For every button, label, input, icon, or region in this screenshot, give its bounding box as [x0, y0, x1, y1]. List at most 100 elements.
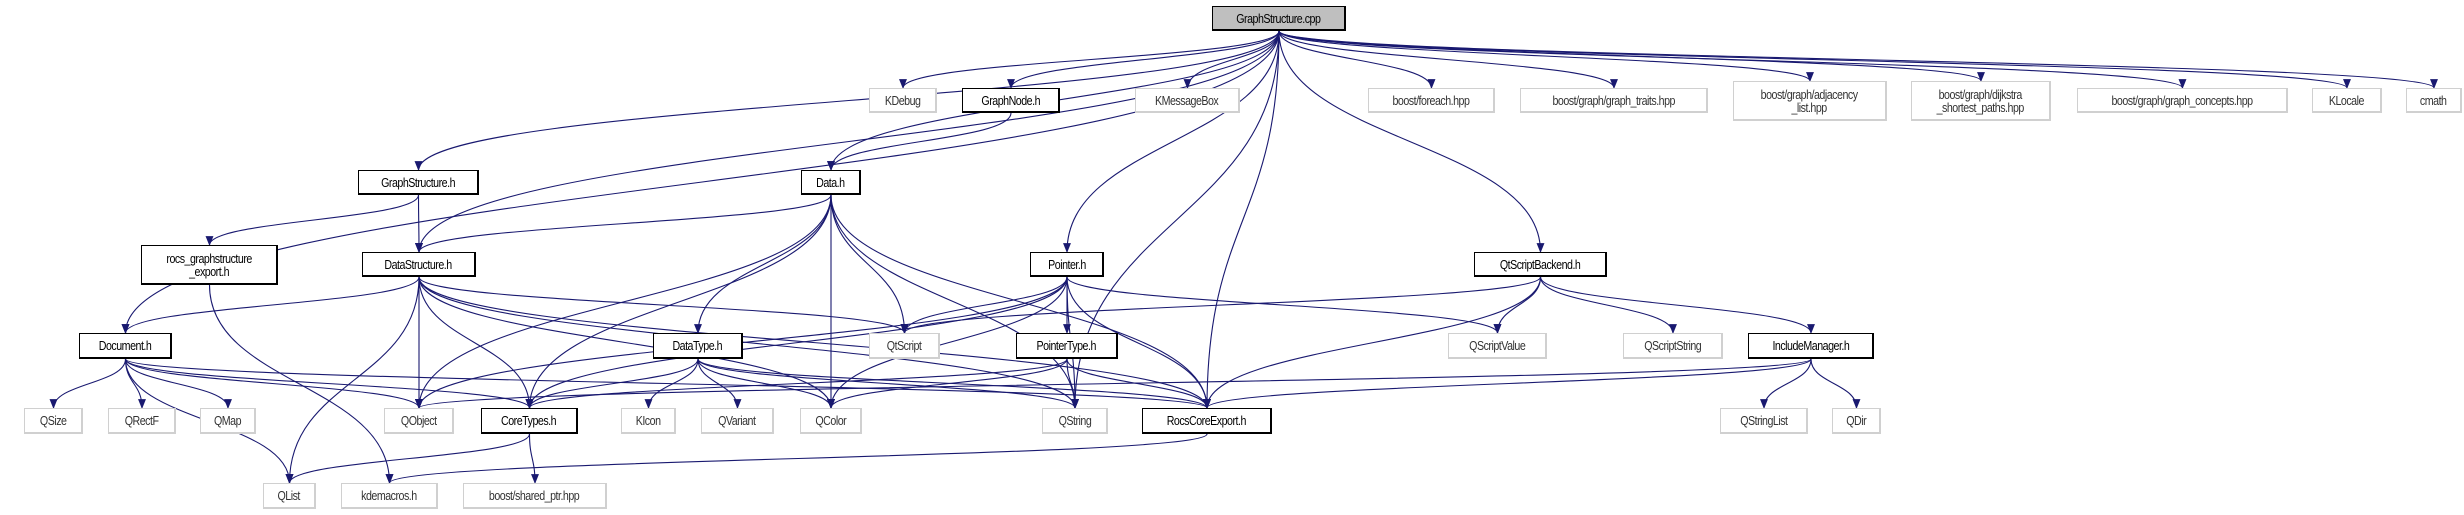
node-label: QMap [213, 413, 242, 428]
node-label: GraphNode.h [981, 92, 1040, 108]
node-label: boost/foreach.hpp [1392, 92, 1470, 108]
node-cpp: GraphStructure.cpp [1212, 6, 1346, 31]
edge-graphstructure-to-datastructure [415, 194, 423, 253]
node-coretypes[interactable]: CoreTypes.h [481, 408, 578, 434]
node-qvariant: QVariant [701, 408, 774, 434]
edge-datastructure-to-qlist [285, 276, 420, 484]
edge-coretypes-to-qlist [285, 433, 531, 484]
edge-graphnode-to-data [827, 112, 1012, 171]
node-kmessagebox: KMessageBox [1135, 88, 1240, 113]
node-foreach: boost/foreach.hpp [1368, 88, 1495, 113]
edge-pointer-to-qcolor [827, 276, 1068, 409]
edge-data-to-datatype [694, 194, 832, 334]
edge-datastructure-to-rocscore [418, 276, 1211, 409]
node-data[interactable]: Data.h [801, 170, 861, 195]
node-kdebug: KDebug [869, 88, 937, 113]
edge-cpp-to-pointer [1063, 30, 1280, 253]
edge-pointer-to-qtscript [900, 276, 1068, 334]
node-label: KMessageBox [1155, 92, 1219, 108]
edge-cpp-to-graphnode [1007, 30, 1280, 89]
node-graphtraits: boost/graph/graph_traits.hpp [1520, 88, 1708, 113]
node-label: QList [277, 488, 301, 503]
node-label: rocs_graphstructure _export.h [166, 250, 252, 279]
node-qlist: QList [263, 483, 316, 509]
edge-pointer-to-qscriptvalue [1066, 276, 1502, 334]
node-cmath: cmath [2406, 88, 2462, 113]
node-label: DataStructure.h [384, 256, 453, 272]
node-graphnode[interactable]: GraphNode.h [962, 88, 1060, 113]
node-label: QString [1058, 413, 1091, 428]
node-pointertype[interactable]: PointerType.h [1016, 333, 1118, 359]
node-qtscriptbackend[interactable]: QtScriptBackend.h [1474, 252, 1607, 277]
node-kicon: KIcon [621, 408, 676, 434]
node-qmap: QMap [200, 408, 256, 434]
edge-data-to-qstring [830, 194, 1079, 409]
node-rocscore[interactable]: RocsCoreExport.h [1142, 408, 1272, 434]
edge-datastructure-to-document [121, 276, 420, 334]
edge-includemanager-to-qstringlist [1760, 358, 1812, 409]
node-label: QRectF [124, 413, 159, 428]
node-label: boost/graph/graph_traits.hpp [1552, 92, 1675, 108]
node-graphstructure[interactable]: GraphStructure.h [358, 170, 479, 195]
edge-cpp-to-concepts [1278, 30, 2187, 89]
node-rocsexport[interactable]: rocs_graphstructure _export.h [141, 245, 278, 285]
edge-data-to-rocscore [830, 194, 1211, 409]
node-adjacency: boost/graph/adjacency _list.hpp [1733, 81, 1887, 121]
node-label: QtScript [886, 338, 922, 353]
node-sharedptr: boost/shared_ptr.hpp [463, 483, 607, 509]
edge-pointer-to-rocscore [1066, 276, 1211, 409]
node-dijkstra: boost/graph/dijkstra _shortest_paths.hpp [1911, 81, 2051, 121]
edge-cpp-to-klocale [1278, 30, 2351, 89]
edge-qtscriptbackend-to-qtscript [900, 276, 1542, 334]
edge-datatype-to-coretypes [525, 358, 699, 409]
node-datatype[interactable]: DataType.h [653, 333, 743, 359]
edge-qtscriptbackend-to-includemanager [1539, 276, 1815, 334]
node-label: boost/graph/graph_concepts.hpp [2111, 92, 2253, 108]
edge-datastructure-to-coretypes [418, 276, 534, 409]
node-kdemacros: kdemacros.h [341, 483, 438, 509]
edge-qtscriptbackend-to-rocscore [1203, 276, 1542, 409]
edge-document-to-qrectf [124, 358, 146, 409]
edge-includemanager-to-rocscore [1203, 358, 1812, 409]
edge-cpp-to-cmath [1278, 30, 2438, 89]
edge-datatype-to-qvariant [697, 358, 742, 409]
node-label: Document.h [98, 338, 152, 353]
edge-cpp-to-qtscriptbackend [1278, 30, 1545, 253]
node-qrectf: QRectF [108, 408, 176, 434]
edge-document-to-qmap [124, 358, 232, 409]
node-label: IncludeManager.h [1772, 338, 1849, 353]
edge-cpp-to-rocscore [1203, 30, 1280, 409]
node-qcolor: QColor [800, 408, 862, 434]
node-label: GraphStructure.h [381, 174, 455, 190]
node-label: QStringList [1739, 413, 1788, 428]
node-pointer[interactable]: Pointer.h [1030, 252, 1104, 277]
node-qstringlist: QStringList [1720, 408, 1808, 434]
node-label: QSize [39, 413, 67, 428]
edge-pointertype-to-qstring [1066, 358, 1079, 409]
node-document[interactable]: Document.h [79, 333, 172, 359]
node-label: DataType.h [672, 338, 723, 353]
node-klocale: KLocale [2312, 88, 2382, 113]
edge-pointertype-to-qcolor [827, 358, 1068, 409]
node-includemanager[interactable]: IncludeManager.h [1748, 333, 1874, 359]
node-label: KIcon [635, 413, 661, 428]
node-label: RocsCoreExport.h [1166, 413, 1247, 428]
node-label: PointerType.h [1036, 338, 1097, 353]
node-label: boost/shared_ptr.hpp [489, 488, 580, 503]
node-qobject: QObject [384, 408, 454, 434]
edge-datatype-to-kicon [644, 358, 699, 409]
node-qsize: QSize [24, 408, 83, 434]
node-concepts: boost/graph/graph_concepts.hpp [2077, 88, 2288, 113]
edge-document-to-rocscore [124, 358, 1211, 409]
node-label: QVariant [718, 413, 756, 428]
node-label: Data.h [816, 174, 845, 190]
node-qstring: QString [1042, 408, 1108, 434]
node-label: KDebug [884, 92, 921, 108]
node-datastructure[interactable]: DataStructure.h [362, 252, 476, 277]
edge-coretypes-to-sharedptr [528, 433, 539, 484]
edge-datastructure-to-qtscript [418, 276, 909, 334]
edge-cpp-to-kmessagebox [1183, 30, 1280, 89]
node-label: boost/graph/dijkstra _shortest_paths.hpp [1936, 86, 2025, 115]
edge-data-to-qtscript [830, 194, 909, 334]
